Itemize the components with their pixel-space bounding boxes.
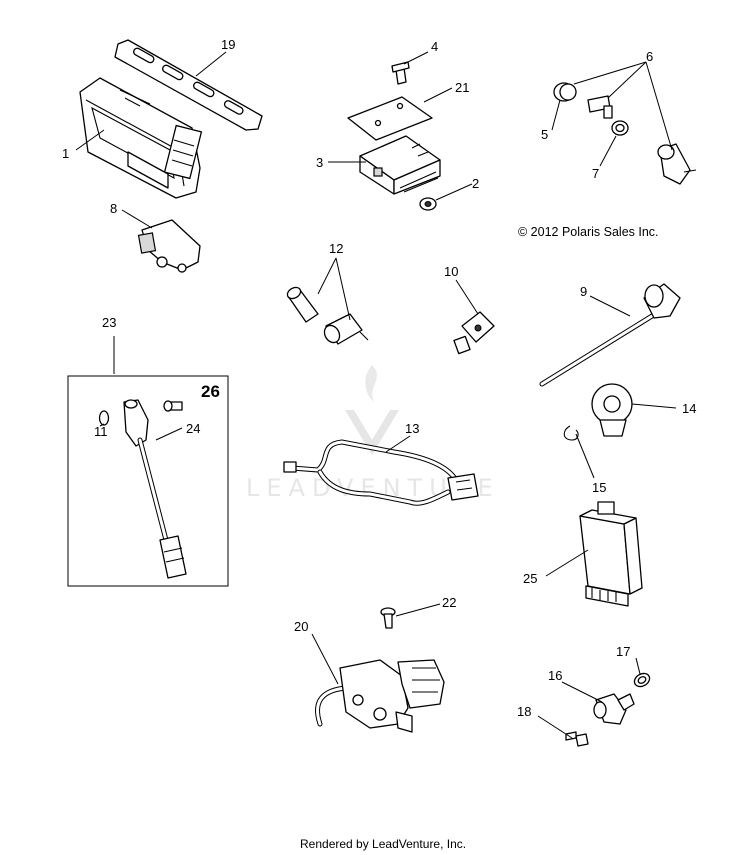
callout-24: 24 bbox=[186, 421, 200, 436]
callout-3: 3 bbox=[316, 155, 323, 170]
part-11-oring bbox=[98, 410, 110, 426]
callout-21: 21 bbox=[455, 80, 469, 95]
part-21-gasket bbox=[347, 96, 433, 141]
part-2-grommet bbox=[419, 197, 437, 211]
callout-20: 20 bbox=[294, 619, 308, 634]
callout-25: 25 bbox=[523, 571, 537, 586]
part-18-bolt bbox=[565, 731, 589, 747]
callout-6: 6 bbox=[646, 49, 653, 64]
part-25-control-module bbox=[579, 501, 643, 607]
part-20-valve bbox=[315, 659, 445, 733]
callout-16: 16 bbox=[548, 668, 562, 683]
part-8-sensor bbox=[137, 219, 201, 273]
callout-7: 7 bbox=[592, 166, 599, 181]
copyright-text: © 2012 Polaris Sales Inc. bbox=[518, 225, 659, 239]
part-4-bolt bbox=[391, 61, 410, 85]
part-17-oring bbox=[633, 672, 651, 688]
callout-19: 19 bbox=[221, 37, 235, 52]
callout-9: 9 bbox=[580, 284, 587, 299]
callout-14: 14 bbox=[682, 401, 696, 416]
part-19-bracket bbox=[114, 39, 263, 131]
part-14-knock-sensor bbox=[591, 383, 633, 437]
callout-18: 18 bbox=[517, 704, 531, 719]
callout-23: 23 bbox=[102, 315, 116, 330]
part-16-fitting bbox=[593, 693, 635, 725]
callout-numbers: 19 1 8 4 21 3 2 6 5 7 12 10 9 14 15 13 2… bbox=[62, 37, 696, 719]
callout-17: 17 bbox=[616, 644, 630, 659]
part-6-clip bbox=[587, 95, 613, 119]
callout-12: 12 bbox=[329, 241, 343, 256]
part-22-screw bbox=[380, 607, 396, 629]
part-6-sensor bbox=[657, 143, 697, 185]
callout-8: 8 bbox=[110, 201, 117, 216]
footer-text: Rendered by LeadVenture, Inc. bbox=[300, 837, 466, 851]
part-5-cap bbox=[553, 82, 577, 102]
callout-1: 1 bbox=[62, 146, 69, 161]
callout-11: 11 bbox=[94, 424, 108, 439]
callout-4: 4 bbox=[431, 39, 438, 54]
callout-26: 26 bbox=[201, 382, 220, 401]
leader-lines bbox=[75, 51, 677, 739]
part-15-clip bbox=[563, 425, 579, 441]
callout-2: 2 bbox=[472, 176, 479, 191]
part-13-harness bbox=[283, 439, 479, 506]
part-26-screw bbox=[163, 400, 183, 412]
part-23-group-box bbox=[67, 375, 229, 587]
part-10-sensor bbox=[453, 311, 495, 355]
part-1-ecu bbox=[79, 77, 203, 199]
callout-5: 5 bbox=[541, 127, 548, 142]
part-3-module bbox=[359, 135, 441, 195]
part-7-washer bbox=[611, 120, 629, 136]
callout-10: 10 bbox=[444, 264, 458, 279]
part-24-sensor-lead bbox=[123, 399, 187, 579]
callout-15: 15 bbox=[592, 480, 606, 495]
callout-13: 13 bbox=[405, 421, 419, 436]
callout-22: 22 bbox=[442, 595, 456, 610]
part-12-connectors bbox=[286, 286, 369, 345]
part-9-rod-sensor bbox=[539, 283, 681, 387]
